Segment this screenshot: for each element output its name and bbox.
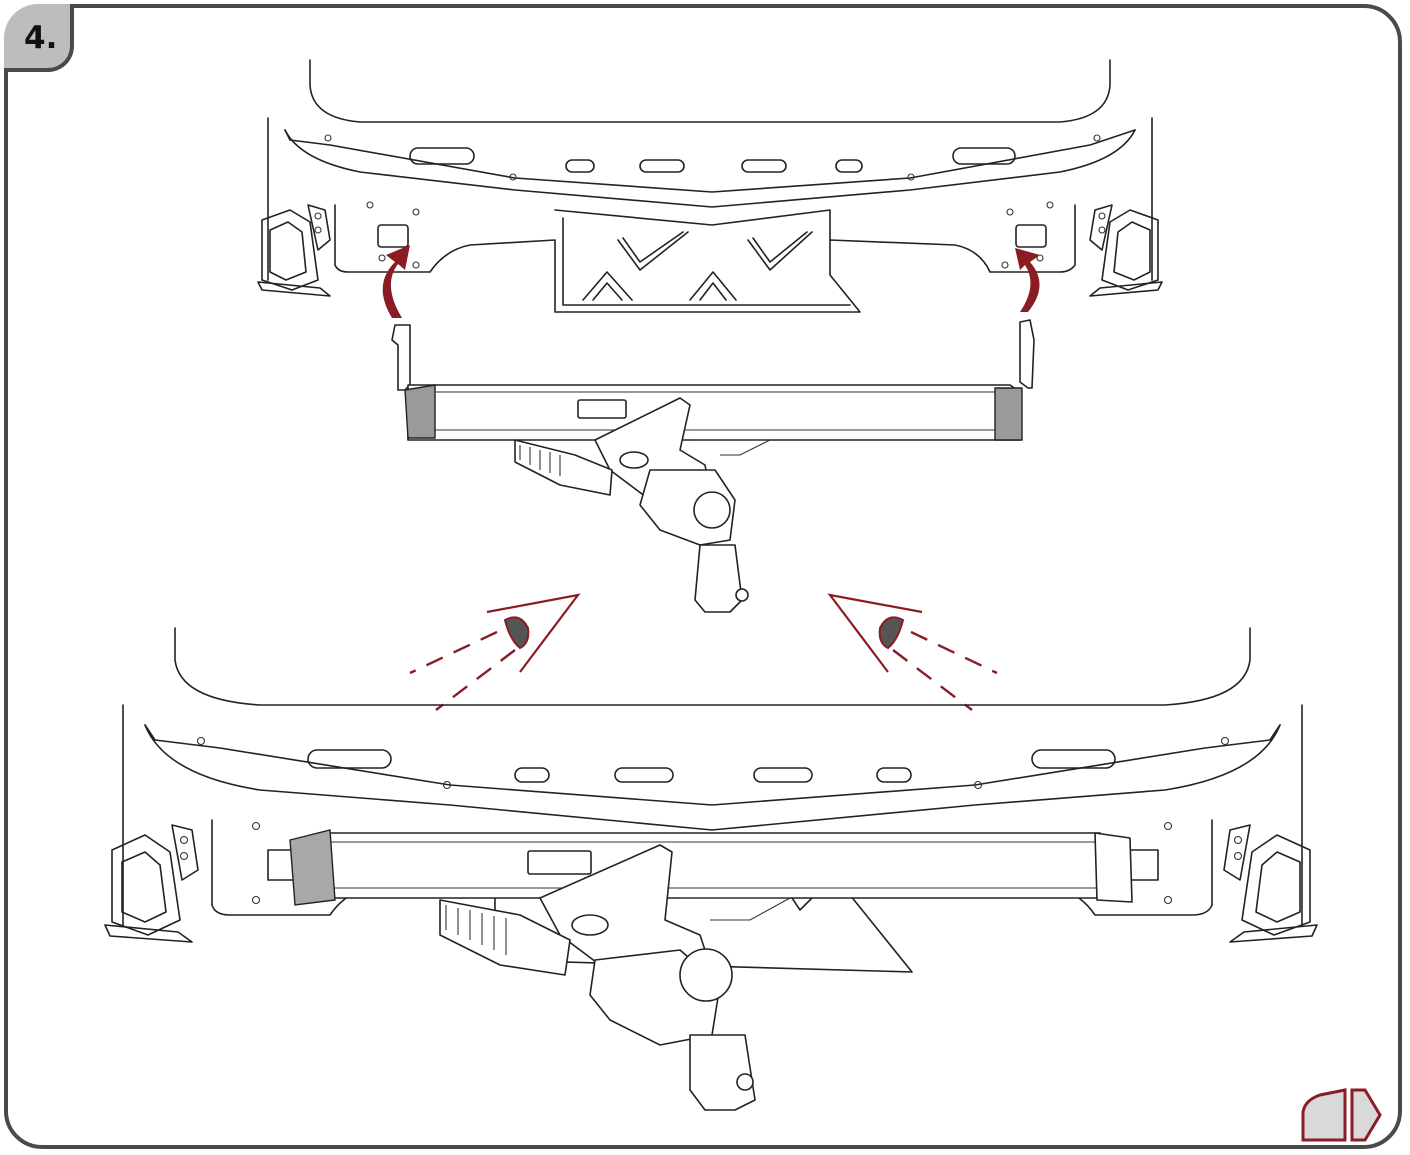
step-badge: 4. (4, 4, 74, 72)
curved-up-arrow-icon (382, 245, 410, 318)
towbar-assembly-top (391, 319, 1035, 613)
eye-inspect-icon (409, 593, 581, 711)
curved-up-arrow-icon (1015, 248, 1040, 312)
eye-inspect-icon (827, 593, 998, 711)
panel-frame (4, 4, 1402, 1149)
vehicle-rear-bottom (104, 627, 1318, 973)
vehicle-rear-top (257, 59, 1163, 313)
vehicle-rear-view-icon (1301, 1088, 1382, 1142)
step-number: 4. (24, 20, 58, 56)
towbar-assembly-mounted (289, 829, 1133, 1111)
